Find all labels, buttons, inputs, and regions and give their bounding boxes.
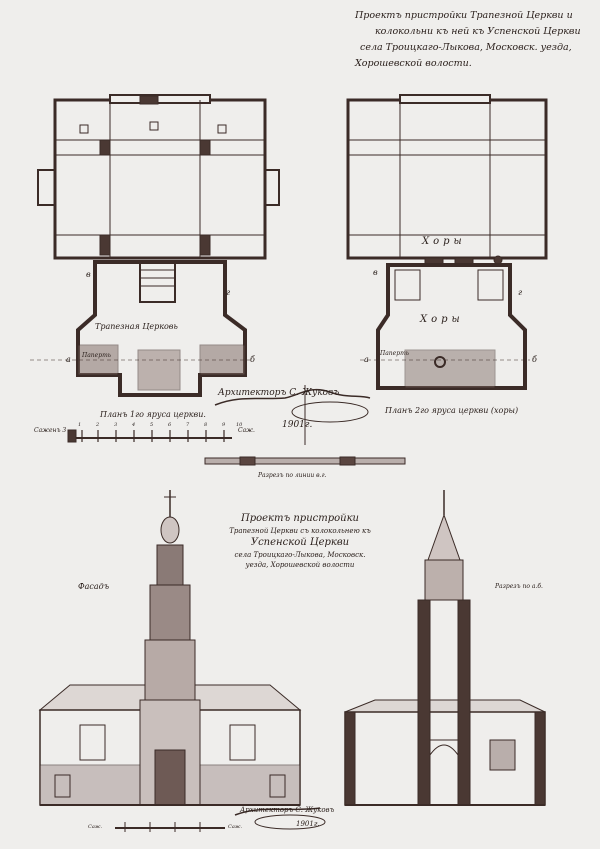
sheet-title-line: Проектъ пристройки Трапезной Церкви и	[355, 10, 573, 21]
lower-title-line: Успенской Церкви	[250, 537, 350, 548]
facade-elevation	[38, 490, 302, 806]
scale-tick: 7	[186, 422, 190, 428]
scale-tick: 2	[96, 422, 100, 428]
plan1-mark-b: б	[250, 355, 255, 364]
signature-text: Архитекторъ С. Жуковъ	[218, 388, 340, 398]
scale-tick: 5	[150, 422, 154, 428]
facade-caption: Фасадъ	[78, 582, 110, 591]
bottom-scale-label-right: Саж.	[228, 824, 243, 830]
lower-title: Проектъ пристройки Трапезной Церкви съ к…	[200, 512, 400, 570]
scale-tick: 3	[114, 422, 118, 428]
scale-bar-bottom	[115, 807, 326, 832]
scale-tick: 4	[132, 422, 136, 428]
plan1-room-label: Трапезная Церковь	[95, 322, 178, 331]
plan1-caption: Планъ 1го яруса церкви.	[100, 410, 206, 419]
scale-tick: 9	[222, 422, 226, 428]
plan-first-floor	[30, 94, 280, 397]
plan1-mark-g: г	[226, 288, 231, 297]
plan2-mark-a: а	[364, 355, 369, 364]
lower-title-line: Проектъ пристройки	[241, 513, 359, 524]
plan2-choir-label-upper: Хоры	[422, 236, 466, 247]
lower-title-line: села Троицкаго-Лыкова, Московск.	[234, 551, 366, 559]
plan-second-floor	[346, 94, 548, 390]
plan2-choir-label-lower: Хоры	[420, 314, 464, 325]
scale-bar-plans	[67, 429, 232, 443]
section-ab	[344, 490, 546, 806]
section-vg-strip	[204, 456, 406, 466]
scale-label-right: Саж.	[238, 427, 255, 434]
lower-title-line: уезда, Хорошевской волости	[245, 561, 355, 569]
signature-top	[214, 385, 371, 445]
bottom-signature-text: Архитекторъ С. Жуковъ	[240, 806, 335, 814]
plan2-mark-b: б	[532, 355, 537, 364]
plan2-mark-g: г	[518, 288, 523, 297]
plan1-mark-v: в	[86, 270, 91, 279]
sheet-title: Проектъ пристройки Трапезной Церкви и ко…	[355, 8, 595, 72]
sheet-title-line: колокольни къ ней къ Успенской Церкви	[375, 26, 581, 37]
section-vg-caption: Разрезъ по линии в.г.	[258, 472, 327, 479]
scale-tick: 8	[204, 422, 208, 428]
scale-tick: 10	[236, 422, 243, 428]
lower-title-line: Трапезной Церкви съ колокольнею къ	[229, 527, 371, 535]
plan1-porch-label: Паперть	[82, 352, 112, 359]
sheet-title-line: Хорошевской волости.	[355, 58, 472, 69]
sheet-title-line: села Троицкаго-Лыкова, Московск. уезда,	[360, 42, 572, 53]
bottom-signature-year: 1901г.	[296, 820, 320, 828]
signature-year: 1901г.	[282, 420, 313, 430]
plan2-mark-v: в	[373, 268, 378, 277]
plan2-porch-label: Паперть	[380, 350, 410, 357]
bottom-scale-label-left: Саж.	[88, 824, 103, 830]
plan2-caption: Планъ 2го яруса церкви (хоры)	[385, 406, 519, 415]
scale-label-left: Саженъ 3	[34, 427, 67, 434]
scale-tick: 6	[168, 422, 172, 428]
plan1-mark-a: а	[66, 355, 71, 364]
section-ab-caption: Разрезъ по а.б.	[495, 583, 543, 590]
scale-tick: 1	[78, 422, 82, 428]
